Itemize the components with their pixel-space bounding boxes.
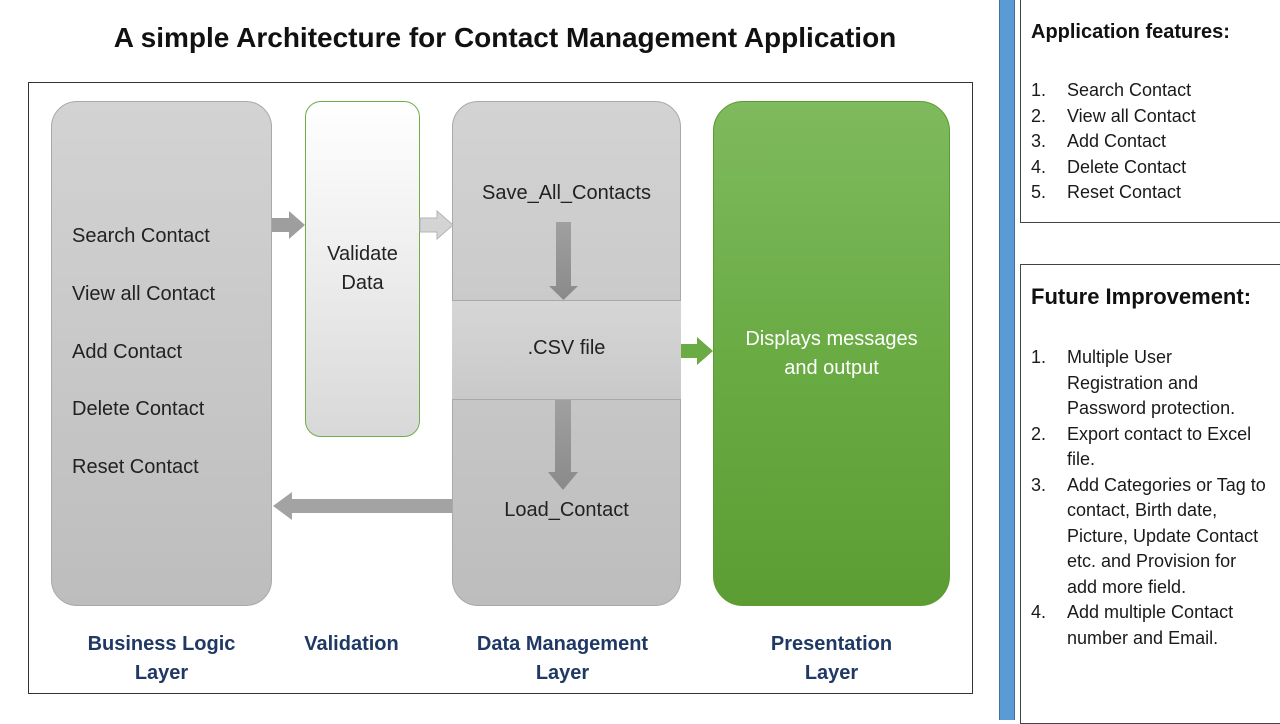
list-number: 1. xyxy=(1031,347,1047,367)
arrow-down-icon xyxy=(549,222,578,300)
list-number: 2. xyxy=(1031,423,1047,444)
presentation-box xyxy=(713,101,950,606)
page-title: A simple Architecture for Contact Manage… xyxy=(113,22,897,53)
presentation-line1: Displays messages xyxy=(745,328,918,350)
presentation-text: Displays messages and output xyxy=(713,325,950,383)
bl-item-add-contact: Add Contact xyxy=(72,341,183,363)
list-text: View all Contact xyxy=(1067,105,1196,126)
validation-label: Validation xyxy=(304,633,399,655)
features-list: 1. Search Contact 2. View all Contact 3. Add … xyxy=(1031,78,1276,206)
list-number: 2. xyxy=(1031,105,1047,126)
list-text: Delete Contact xyxy=(1067,156,1187,177)
csv-file-text: .CSV file xyxy=(527,337,606,359)
csv-file-section xyxy=(452,300,681,400)
presentation-line2: and output xyxy=(784,357,879,379)
business-logic-layer-label: Business Logic Layer xyxy=(60,630,263,688)
business-logic-label-line1: Business Logic xyxy=(87,633,236,655)
list-text: Search Contact xyxy=(1067,80,1192,100)
bl-item-reset-contact: Reset Contact xyxy=(72,456,199,478)
list-text: Reset Contact xyxy=(1067,182,1182,202)
list-text: Export contact to Excel file. xyxy=(1067,423,1252,470)
feature-item: 1. Search Contact xyxy=(1031,78,1276,104)
list-number: 3. xyxy=(1031,131,1047,151)
future-item: 1. Multiple User Registration and Passwor… xyxy=(1031,345,1271,422)
load-contact-text: Load_Contact xyxy=(504,499,629,521)
features-title: Application features: xyxy=(1031,21,1230,43)
presentation-label-line1: Presentation xyxy=(770,633,893,655)
validate-data-box xyxy=(305,101,420,437)
list-text: Add Categories or Tag to contact, Birth … xyxy=(1067,474,1266,597)
arrow-left-icon xyxy=(273,492,452,520)
arrow-right-icon xyxy=(419,209,454,241)
list-number: 4. xyxy=(1031,156,1047,177)
sidebar-divider xyxy=(999,0,1015,720)
validate-line1: Validate xyxy=(327,243,398,265)
presentation-label-line2: Layer xyxy=(804,662,859,684)
list-number: 5. xyxy=(1031,182,1047,202)
list-number: 3. xyxy=(1031,474,1047,495)
save-all-contacts-text: Save_All_Contacts xyxy=(482,182,651,204)
data-management-label-line1: Data Management xyxy=(476,633,649,655)
feature-item: 3. Add Contact xyxy=(1031,129,1276,155)
list-text: Add multiple Contact number and Email. xyxy=(1067,602,1234,648)
bl-item-delete-contact: Delete Contact xyxy=(72,398,205,420)
future-improvement-panel: Future Improvement: 1. Multiple User Regi… xyxy=(1020,264,1280,724)
future-title: Future Improvement: xyxy=(1031,284,1252,309)
list-number: 1. xyxy=(1031,80,1047,100)
feature-item: 4. Delete Contact xyxy=(1031,155,1276,181)
validate-data-text: Validate Data xyxy=(305,240,420,298)
bl-item-search-contact: Search Contact xyxy=(72,225,210,247)
business-logic-box xyxy=(51,101,272,606)
future-item: 2. Export contact to Excel file. xyxy=(1031,422,1271,473)
future-item: 3. Add Categories or Tag to contact, Birt… xyxy=(1031,473,1271,601)
feature-item: 5. Reset Contact xyxy=(1031,180,1276,206)
future-item: 4. Add multiple Contact number and Email. xyxy=(1031,600,1271,651)
arrow-right-icon xyxy=(681,337,713,365)
future-list: 1. Multiple User Registration and Passwor… xyxy=(1031,345,1271,651)
business-logic-label-line2: Layer xyxy=(134,662,189,684)
presentation-layer-label: Presentation Layer xyxy=(713,630,950,688)
data-management-label-line2: Layer xyxy=(535,662,590,684)
list-text: Multiple User Registration and Password … xyxy=(1067,347,1236,418)
application-features-panel: Application features: 1. Search Contact 2.… xyxy=(1020,0,1280,223)
list-text: Add Contact xyxy=(1067,131,1167,151)
list-number: 4. xyxy=(1031,602,1047,622)
feature-item: 2. View all Contact xyxy=(1031,104,1276,130)
bl-item-view-all-contact: View all Contact xyxy=(72,283,216,305)
arrow-right-icon xyxy=(272,211,305,239)
validate-line2: Data xyxy=(341,272,384,294)
diagram-arrows xyxy=(272,209,713,520)
data-management-layer-label: Data Management Layer xyxy=(452,630,673,688)
arrow-down-icon xyxy=(548,400,578,490)
